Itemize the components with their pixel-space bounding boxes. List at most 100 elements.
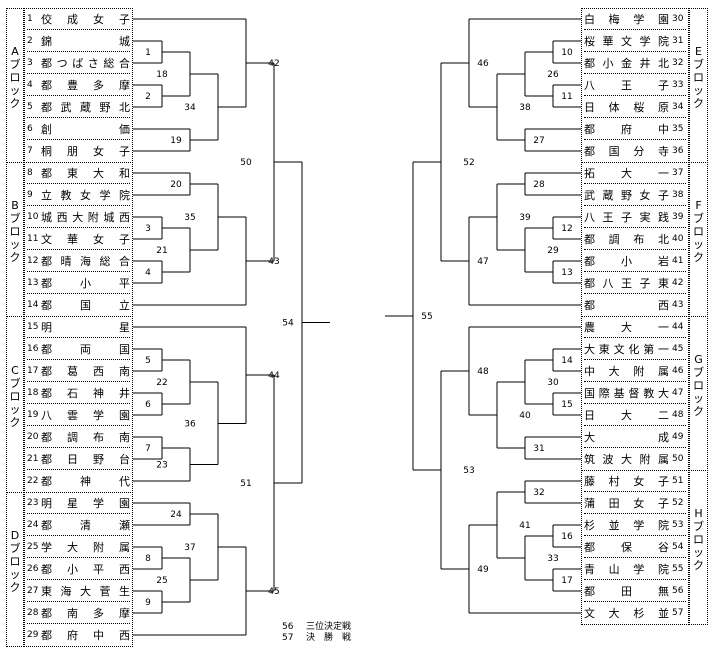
team-number: 53: [672, 519, 684, 530]
team-number: 16: [27, 343, 39, 354]
team-number: 27: [27, 585, 39, 596]
team-name: 都国立: [41, 299, 130, 312]
team-name: 明星: [41, 320, 130, 334]
team-number: 55: [672, 563, 684, 574]
team-number: 5: [27, 101, 33, 112]
team-name: 文華女子: [41, 232, 130, 246]
team-number: 6: [27, 123, 33, 134]
legend-label: 決 勝 戦: [306, 633, 352, 643]
match-number: 45: [268, 587, 279, 597]
team-name: 都葛西南: [41, 364, 130, 378]
match-number: 27: [533, 136, 544, 146]
team-name: 立教女学院: [41, 188, 130, 202]
team-number: 11: [27, 233, 39, 244]
team-number: 32: [672, 57, 684, 68]
team-number: 54: [672, 541, 684, 552]
team-number: 25: [27, 541, 39, 552]
match-number: 41: [519, 521, 530, 531]
team-number: 26: [27, 563, 39, 574]
team-name: 藤村女子: [584, 474, 669, 488]
legend: 56 三位決定戦 57 決 勝 戦: [282, 622, 351, 644]
team-name: 都調布南: [41, 430, 130, 444]
match-number: 48: [477, 367, 489, 377]
match-number: 21: [156, 246, 167, 256]
match-number: 34: [184, 103, 196, 113]
team-name: 都小平西: [41, 562, 130, 576]
match-number: 2: [145, 92, 151, 102]
team-number: 39: [672, 211, 684, 222]
team-name: 八雲学園: [41, 408, 130, 422]
team-name: 都小岩: [584, 254, 669, 268]
match-number: 29: [547, 246, 559, 256]
team-number: 19: [27, 409, 39, 420]
team-name: 大東文化第一: [584, 342, 669, 356]
team-name: 学大附属: [41, 540, 130, 554]
team-name: 都国分寺: [584, 145, 669, 158]
team-name: 都石神井: [41, 386, 130, 400]
team-number: 30: [672, 13, 684, 24]
match-number: 1: [145, 48, 151, 58]
team-name: 八王子: [584, 78, 669, 92]
team-number: 50: [672, 454, 684, 464]
team-name: 日体桜原: [584, 100, 669, 114]
team-name: 都武蔵野北: [41, 100, 130, 114]
team-number: 42: [672, 277, 684, 288]
team-name: 日大二: [584, 408, 669, 422]
team-number: 33: [672, 79, 684, 90]
match-number: 19: [170, 136, 182, 146]
team-name: 都豊多摩: [41, 78, 130, 92]
team-number: 2: [27, 35, 33, 46]
match-number: 13: [561, 268, 572, 278]
match-number: 7: [145, 444, 151, 454]
legend-final: 57 決 勝 戦: [282, 633, 351, 644]
team-entry: 6 創価: [27, 118, 130, 140]
team-name: 桜華文学院: [584, 34, 669, 48]
team-name: 筑波大附属: [584, 453, 669, 466]
team-number: 17: [27, 365, 39, 376]
team-name: 佼成女子: [41, 12, 130, 26]
match-number: 38: [519, 103, 531, 113]
team-number: 22: [27, 476, 39, 486]
match-number: 49: [477, 565, 489, 575]
team-number: 3: [27, 57, 33, 68]
team-number: 44: [672, 321, 684, 332]
block-team-box: [581, 470, 689, 625]
match-number: 55: [421, 312, 432, 322]
match-number: 10: [561, 48, 573, 58]
match-number: 43: [268, 257, 279, 267]
match-number: 5: [145, 356, 151, 366]
match-number: 54: [282, 319, 294, 329]
team-name: 城西大附城西: [41, 210, 130, 224]
team-number: 56: [672, 585, 684, 596]
team-number: 45: [672, 343, 684, 354]
team-name: 都日野台: [41, 452, 130, 466]
team-number: 48: [672, 409, 684, 420]
team-name: 創価: [41, 122, 130, 136]
team-name: 桐朋女子: [41, 145, 130, 158]
match-number: 32: [533, 488, 544, 498]
team-name: 都南多摩: [41, 606, 130, 620]
match-number: 53: [463, 466, 474, 476]
team-number: 43: [672, 300, 684, 310]
team-name: 文大杉並: [584, 607, 669, 620]
team-name: 拓大一: [584, 166, 669, 180]
match-number: 11: [561, 92, 572, 102]
